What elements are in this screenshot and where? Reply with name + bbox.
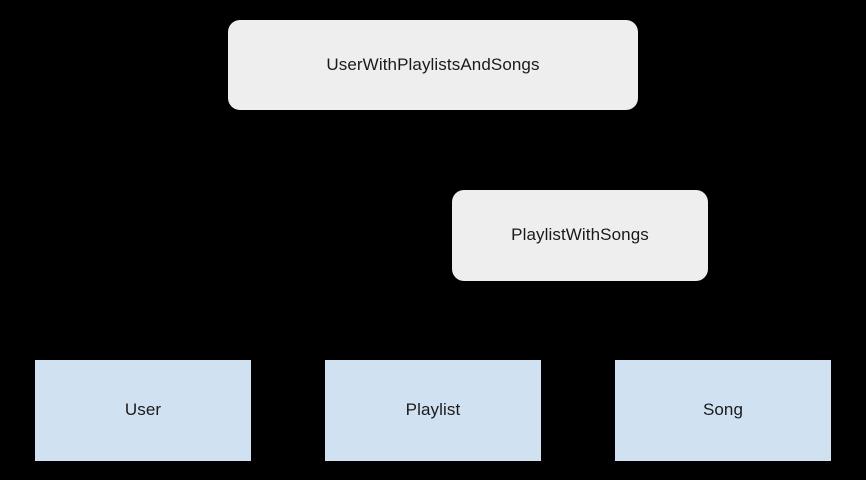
node-label-song: Song [702,400,744,420]
node-user[interactable]: User [35,360,251,461]
node-playlist-with-songs[interactable]: PlaylistWithSongs [452,190,708,281]
node-user-with-playlists-and-songs[interactable]: UserWithPlaylistsAndSongs [228,20,638,110]
node-label-user-with-playlists-and-songs: UserWithPlaylistsAndSongs [326,54,540,74]
node-label-playlist: Playlist [405,400,461,420]
edge-root-to-user [142,110,301,360]
edge-playlistwithsongs-to-playlist [432,281,521,360]
edge-playlistwithsongs-to-song [649,281,724,360]
node-playlist[interactable]: Playlist [325,360,541,461]
node-label-playlist-with-songs: PlaylistWithSongs [511,225,649,245]
node-label-user: User [124,400,162,420]
edge-root-to-playlist-with-songs [559,110,581,190]
node-song[interactable]: Song [615,360,831,461]
